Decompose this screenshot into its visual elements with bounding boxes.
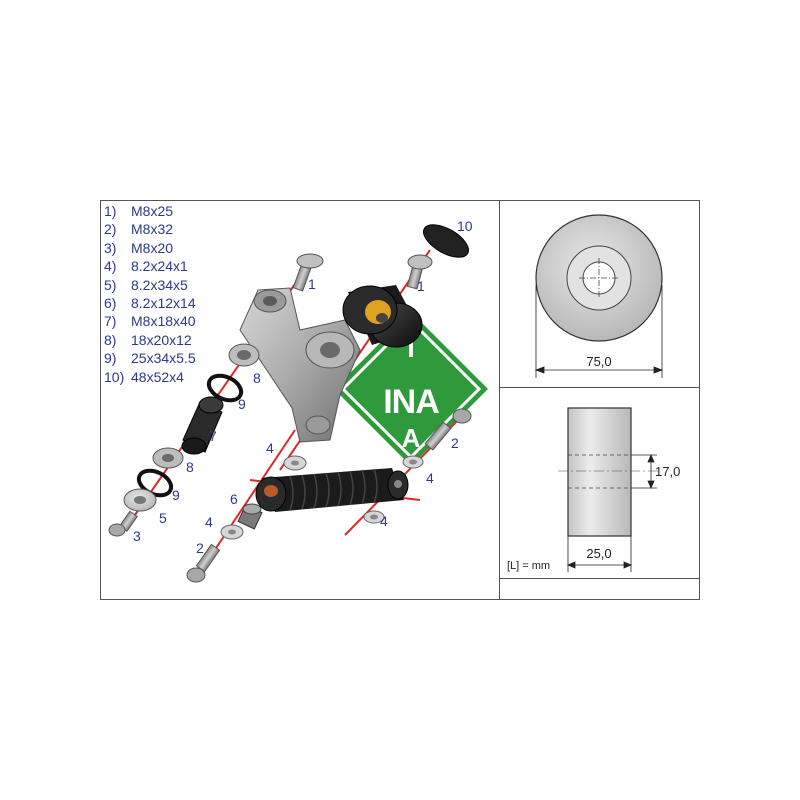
- part-size: M8x20: [131, 239, 174, 256]
- part-number: 6): [104, 295, 117, 312]
- bolt-1-left: [292, 253, 324, 292]
- bolt-2-right: [424, 408, 472, 451]
- bolt-1-right: [406, 254, 433, 290]
- unit-note: [L] = mm: [507, 560, 550, 572]
- idler-pulley: [342, 285, 423, 348]
- callout-5: 5: [159, 510, 167, 526]
- callout-8-lower: 8: [186, 459, 194, 475]
- callout-6: 6: [230, 491, 238, 507]
- parts-list-item: 4) 8.2x24x1: [104, 257, 254, 275]
- washer-4-right: [402, 455, 424, 469]
- svg-text:A: A: [402, 423, 421, 453]
- part-size: M8x25: [131, 203, 174, 219]
- callout-labels: 1 1 10 8 9 7 4 2 8 9 5 4 6 4 2 3 4: [133, 218, 473, 556]
- parts-list-item: 6) 8.2x12x14: [104, 294, 254, 312]
- callout-4-right: 4: [426, 470, 434, 486]
- callout-1-left: 1: [308, 276, 316, 292]
- callout-9-upper: 9: [238, 396, 246, 412]
- part-size: M8x18x40: [131, 313, 196, 330]
- parts-list-item: 3) M8x20: [104, 239, 254, 257]
- parts-list-item: 10) 48x52x4: [104, 368, 254, 386]
- callout-2-bottom: 2: [196, 540, 204, 556]
- part-size: M8x32: [131, 221, 174, 238]
- callout-8-upper: 8: [253, 370, 261, 386]
- part-number: 1): [104, 203, 117, 219]
- parts-list-item: 7) M8x18x40: [104, 312, 254, 330]
- part-number: 3): [104, 239, 117, 256]
- parts-list-item: 5) 8.2x34x5: [104, 276, 254, 294]
- washer-5: [123, 488, 157, 512]
- callout-2-right: 2: [451, 435, 459, 451]
- part-size: 8.2x24x1: [131, 258, 188, 275]
- part-number: 9): [104, 350, 117, 367]
- bushing-8-lower: [152, 447, 184, 469]
- drawing-frame: [100, 200, 700, 600]
- part-size: 48x52x4: [131, 368, 184, 385]
- callout-4-lower-right: 4: [380, 513, 388, 529]
- tensioner-bracket: [239, 287, 361, 443]
- callout-4-middle: 4: [266, 440, 274, 456]
- callout-10: 10: [457, 218, 473, 234]
- svg-text:I: I: [407, 333, 414, 363]
- callout-4-bottom: 4: [205, 514, 213, 530]
- bore-value: 17,0: [655, 464, 680, 479]
- parts-list: 1) M8x25 2) M8x32 3) M8x20 4) 8.2x24x1 5) 8.2x34x…: [104, 202, 254, 386]
- bolt-3: [108, 510, 138, 537]
- part-size: 18x20x12: [131, 331, 192, 348]
- parts-list-item: 1) M8x25: [104, 202, 254, 220]
- width-dimension: [566, 536, 633, 572]
- parts-list-item: 2) M8x32: [104, 220, 254, 238]
- part-size: 8.2x34x5: [131, 276, 188, 293]
- diameter-value: 75,0: [586, 354, 611, 369]
- part-number: 8): [104, 331, 117, 348]
- damper-spring-unit: [255, 468, 409, 512]
- pulley-front-view: [535, 214, 663, 342]
- callout-7: 7: [209, 428, 217, 444]
- pulley-side-view: [558, 407, 660, 537]
- sleeve-7: [181, 396, 224, 455]
- callout-9-lower: 9: [172, 487, 180, 503]
- part-size: 25x34x5.5: [131, 350, 196, 367]
- spacer-6: [237, 503, 263, 530]
- part-number: 2): [104, 221, 117, 238]
- part-size: 8.2x12x14: [131, 295, 196, 312]
- diameter-dimension: [534, 285, 664, 378]
- dust-cap: [423, 224, 469, 258]
- bolt-2-bottom: [186, 543, 221, 583]
- washer-4-middle: [283, 455, 307, 471]
- part-number: 7): [104, 313, 117, 330]
- part-number: 4): [104, 258, 117, 275]
- callout-1-right: 1: [417, 278, 425, 294]
- svg-text:INA: INA: [383, 383, 439, 421]
- parts-list-item: 9) 25x34x5.5: [104, 349, 254, 367]
- width-value: 25,0: [586, 546, 611, 561]
- part-number: 5): [104, 276, 117, 293]
- washer-4-bottom: [220, 524, 244, 540]
- bushing-8-upper: [228, 343, 260, 367]
- o-ring-9-upper: [206, 373, 244, 403]
- washer-4-lower-right: [363, 510, 385, 524]
- parts-list-item: 8) 18x20x12: [104, 331, 254, 349]
- part-number: 10): [104, 368, 125, 385]
- bore-dimension: [631, 453, 657, 490]
- callout-3: 3: [133, 528, 141, 544]
